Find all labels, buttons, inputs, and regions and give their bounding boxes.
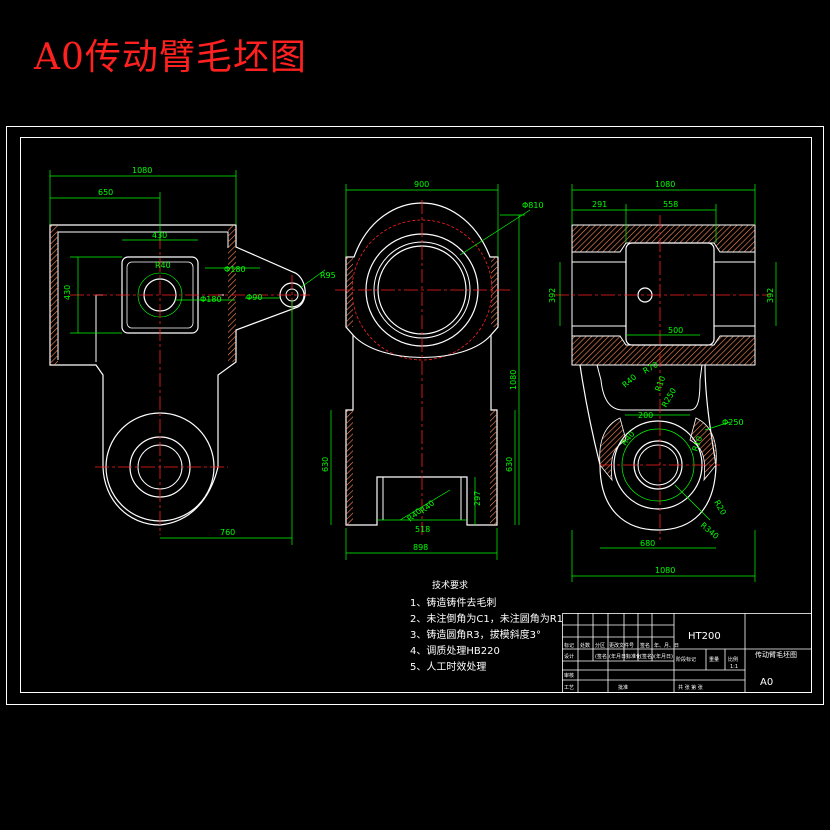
svg-text:处数: 处数 xyxy=(580,642,590,649)
section-dim-r1: R40 xyxy=(621,373,639,390)
svg-text:设计: 设计 xyxy=(564,653,574,660)
section-hatch-top xyxy=(571,224,756,253)
section-dim-right-seg: 558 xyxy=(663,200,678,209)
front-dim-box-width: 430 xyxy=(152,231,167,240)
section-dim-height-right: 392 xyxy=(766,288,775,303)
side-view-outline xyxy=(345,202,499,526)
section-inner-box xyxy=(625,242,715,346)
notes-heading: 技术要求 xyxy=(432,579,468,591)
note-item: 4、调质处理HB220 xyxy=(410,645,500,657)
sheet-outer-border xyxy=(6,126,824,705)
section-dim-r3: R10 xyxy=(653,375,667,393)
side-hatch-br xyxy=(490,410,497,525)
section-dim-lower-width: 680 xyxy=(640,539,655,548)
scale-label: 1:1 xyxy=(730,664,738,670)
svg-text:重量: 重量 xyxy=(709,656,719,663)
material-label: HT200 xyxy=(688,631,721,642)
section-dim-inner-bore: 200 xyxy=(638,411,653,420)
side-dim-lower-height-right: 630 xyxy=(505,457,514,472)
side-dim-top-width: 900 xyxy=(414,180,429,189)
front-hatch-left xyxy=(50,225,58,365)
front-dim-left-width: 650 xyxy=(98,188,113,197)
svg-text:阶段标记: 阶段标记 xyxy=(676,656,696,663)
svg-text:(年月日): (年月日) xyxy=(609,653,628,660)
svg-text:更改文件号: 更改文件号 xyxy=(609,642,634,649)
svg-text:批准: 批准 xyxy=(618,684,628,691)
note-item: 3、铸造圆角R3，拔模斜度3° xyxy=(410,628,541,641)
title-block-text: HT200 传动臂毛坯图 A0 标记 处数 分区 更改文件号 签名 年、月、日 … xyxy=(564,631,797,691)
svg-text:比例: 比例 xyxy=(728,656,738,663)
section-dim-bottom-width: 1080 xyxy=(655,566,675,575)
svg-text:审核: 审核 xyxy=(564,672,574,679)
side-hatch-tl xyxy=(346,257,353,327)
part-name-label: 传动臂毛坯图 xyxy=(755,650,797,659)
svg-text:签名: 签名 xyxy=(640,642,650,649)
front-dim-total-width: 1080 xyxy=(132,166,152,175)
side-view: 900 Φ810 1080 630 630 297 R40 R40 518 89… xyxy=(321,180,544,560)
section-dim-height-left: 392 xyxy=(548,288,557,303)
title-block xyxy=(562,613,812,693)
front-dim-d-hole: Φ180 xyxy=(224,265,246,274)
section-view: 1080 291 558 392 392 500 R40 R70 R10 R25… xyxy=(548,180,777,582)
front-dim-r-inner: R40 xyxy=(155,261,171,270)
svg-text:(年月日): (年月日) xyxy=(654,653,673,660)
front-dim-d-outer: Φ180 xyxy=(200,295,222,304)
side-dim-r-b: R40 xyxy=(419,499,437,516)
front-dim-height: 430 xyxy=(63,285,72,300)
svg-text:工艺: 工艺 xyxy=(564,685,574,691)
side-dim-height-total: 1080 xyxy=(509,370,518,390)
sheet-size-label: A0 xyxy=(760,677,773,688)
side-dim-bottom-width: 898 xyxy=(413,543,428,552)
section-hatch-bottom xyxy=(571,335,756,366)
front-dim-r-arm: R95 xyxy=(320,271,336,280)
note-item: 5、人工时效处理 xyxy=(410,660,486,673)
section-dim-left-seg: 291 xyxy=(592,200,607,209)
section-dim-d-bore: Φ250 xyxy=(722,418,744,427)
side-dim-ring: Φ810 xyxy=(522,201,544,210)
side-hatch-bl xyxy=(346,410,353,525)
section-dim-r8: R340 xyxy=(699,521,721,541)
svg-text:(签名): (签名) xyxy=(595,653,609,660)
front-dim-bottom-width: 760 xyxy=(220,528,235,537)
section-dim-r7: R20 xyxy=(712,499,728,517)
svg-text:标记: 标记 xyxy=(564,642,574,649)
technical-notes: 技术要求 1、铸造铸件去毛刺 2、未注倒角为C1，未注圆角为R1 3、铸造圆角R… xyxy=(410,579,563,673)
side-dim-slot-depth: 297 xyxy=(473,491,482,506)
front-hatch-right xyxy=(228,225,236,362)
side-dim-lower-height: 630 xyxy=(321,457,330,472)
front-dim-d-pin: Φ90 xyxy=(246,293,262,302)
side-dim-slot-width: 518 xyxy=(415,525,430,534)
section-hatch-left-lug xyxy=(599,417,627,482)
side-hatch-tr xyxy=(491,257,498,327)
svg-text:年、月、日: 年、月、日 xyxy=(654,642,679,649)
section-dim-total-width: 1080 xyxy=(655,180,675,189)
front-view: 1080 650 430 430 R40 Φ180 Φ180 Φ90 R95 7… xyxy=(49,166,336,545)
svg-text:分区: 分区 xyxy=(595,642,605,649)
sheet-info-label: 共 张 第 张 xyxy=(678,684,703,691)
svg-text:标准化: 标准化 xyxy=(626,653,641,660)
drawing-title: A0传动臂毛坯图 xyxy=(34,37,307,78)
sheet-inner-border xyxy=(20,137,812,693)
section-dim-inner-width: 500 xyxy=(668,326,683,335)
note-item: 1、铸造铸件去毛刺 xyxy=(410,596,496,609)
section-hatch-right-lug xyxy=(689,417,717,482)
svg-text:(签名): (签名) xyxy=(640,653,654,660)
note-item: 2、未注倒角为C1，未注圆角为R1 xyxy=(410,612,563,625)
